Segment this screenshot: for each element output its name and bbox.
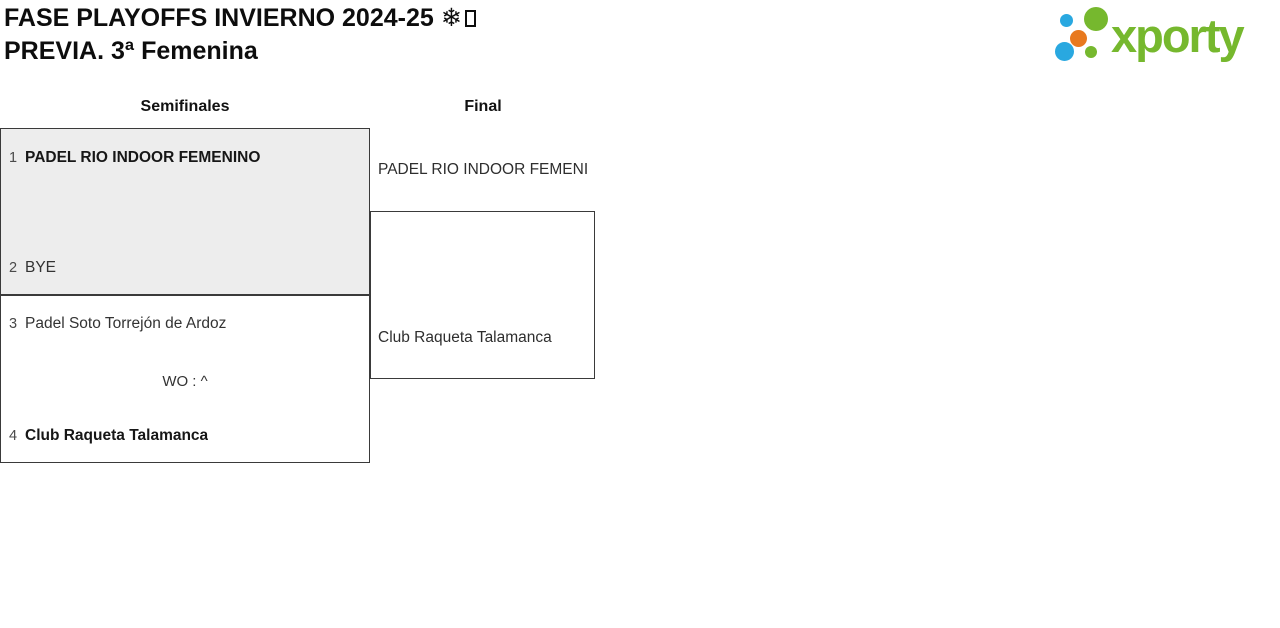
team-name: PADEL RIO INDOOR FEMENINO (25, 149, 261, 166)
logo-dot-blue-large-icon (1055, 42, 1074, 61)
semifinal-1-match-box[interactable]: 1 PADEL RIO INDOOR FEMENINO 2 BYE (0, 128, 370, 295)
team-row: 4 Club Raqueta Talamanca (9, 426, 363, 446)
seed-number: 1 (9, 150, 18, 166)
title-text: FASE PLAYOFFS INVIERNO 2024-25 (4, 4, 434, 32)
team-name: Padel Soto Torrejón de Ardoz (25, 315, 227, 332)
team-row: 2 BYE (9, 258, 363, 278)
walkover-note: WO : ^ (162, 373, 208, 390)
round-header-final: Final (464, 98, 502, 115)
round-header-semifinals: Semifinales (140, 98, 230, 115)
team-name: Club Raqueta Talamanca (25, 427, 209, 444)
seed-number: 2 (9, 260, 18, 276)
snowflake-icon: ❄ (440, 3, 462, 32)
missing-glyph-box (464, 10, 476, 27)
logo-wordmark: xporty (1111, 9, 1245, 62)
seed-number: 4 (9, 428, 18, 444)
seed-number: 3 (9, 316, 18, 332)
logo-dot-green-small-icon (1085, 46, 1097, 58)
finalist-name: PADEL RIO INDOOR FEMENI (378, 161, 589, 178)
page-title-line2: PREVIA. 3ª Femenina (4, 37, 258, 65)
logo-dot-blue-small-icon (1060, 14, 1073, 27)
finalist-name: Club Raqueta Talamanca (378, 329, 552, 346)
page-title-line1: FASE PLAYOFFS INVIERNO 2024-25❄ (4, 1, 476, 35)
logo-dot-green-large-icon (1084, 7, 1108, 31)
team-row: 3 Padel Soto Torrejón de Ardoz (9, 314, 363, 334)
xporty-logo[interactable]: xporty (1045, 0, 1280, 78)
final-match-box[interactable] (370, 211, 595, 379)
team-row: 1 PADEL RIO INDOOR FEMENINO (9, 148, 363, 168)
team-name: BYE (25, 259, 57, 276)
logo-dot-orange-icon (1070, 30, 1087, 47)
page-title: FASE PLAYOFFS INVIERNO 2024-25❄ PREVIA. … (4, 1, 476, 68)
semifinal-2-match-box[interactable]: 3 Padel Soto Torrejón de Ardoz WO : ^ 4 … (0, 295, 370, 463)
